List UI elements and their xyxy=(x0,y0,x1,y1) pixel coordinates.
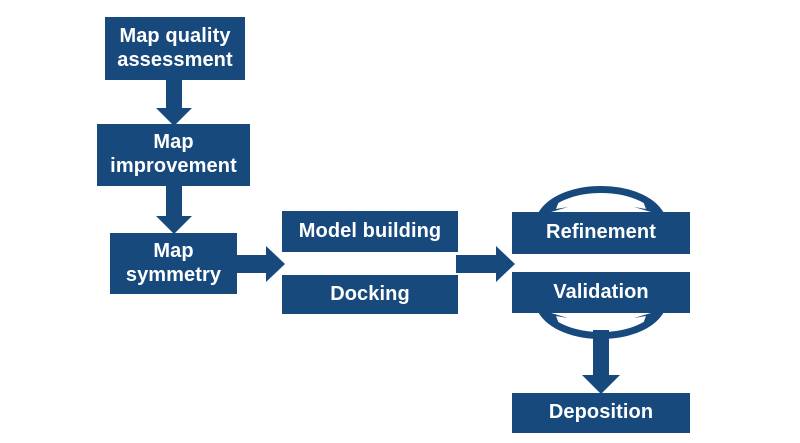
node-map-improvement-label: Map improvement xyxy=(110,131,237,177)
connector-symmetry-to-modeling xyxy=(235,246,285,282)
connector-improvement-to-symmetry xyxy=(156,184,192,234)
node-deposition-label: Deposition xyxy=(548,401,654,424)
node-map-quality-assessment-label: Map quality assessment xyxy=(117,24,233,71)
node-map-symmetry-label: Map symmetry xyxy=(125,239,222,286)
node-model-building[interactable]: Model building xyxy=(282,211,458,252)
node-docking-label: Docking xyxy=(330,282,410,305)
node-validation-label: Validation xyxy=(553,280,649,303)
connector-validation-to-deposition xyxy=(582,330,620,394)
node-docking[interactable]: Docking xyxy=(282,275,458,314)
node-map-symmetry[interactable]: Map symmetry xyxy=(110,233,237,294)
node-map-quality-assessment[interactable]: Map quality assessment xyxy=(105,17,245,80)
connector-cycle-bottom-arc xyxy=(537,307,665,339)
node-refinement-label: Refinement xyxy=(546,221,656,244)
node-map-improvement[interactable]: Map improvement xyxy=(97,124,250,186)
node-model-building-label: Model building xyxy=(298,219,442,242)
connector-quality-to-improvement xyxy=(156,78,192,126)
connector-modeling-to-refinement xyxy=(456,246,515,282)
node-deposition[interactable]: Deposition xyxy=(512,393,690,433)
node-validation[interactable]: Validation xyxy=(512,272,690,313)
node-refinement[interactable]: Refinement xyxy=(512,212,690,254)
